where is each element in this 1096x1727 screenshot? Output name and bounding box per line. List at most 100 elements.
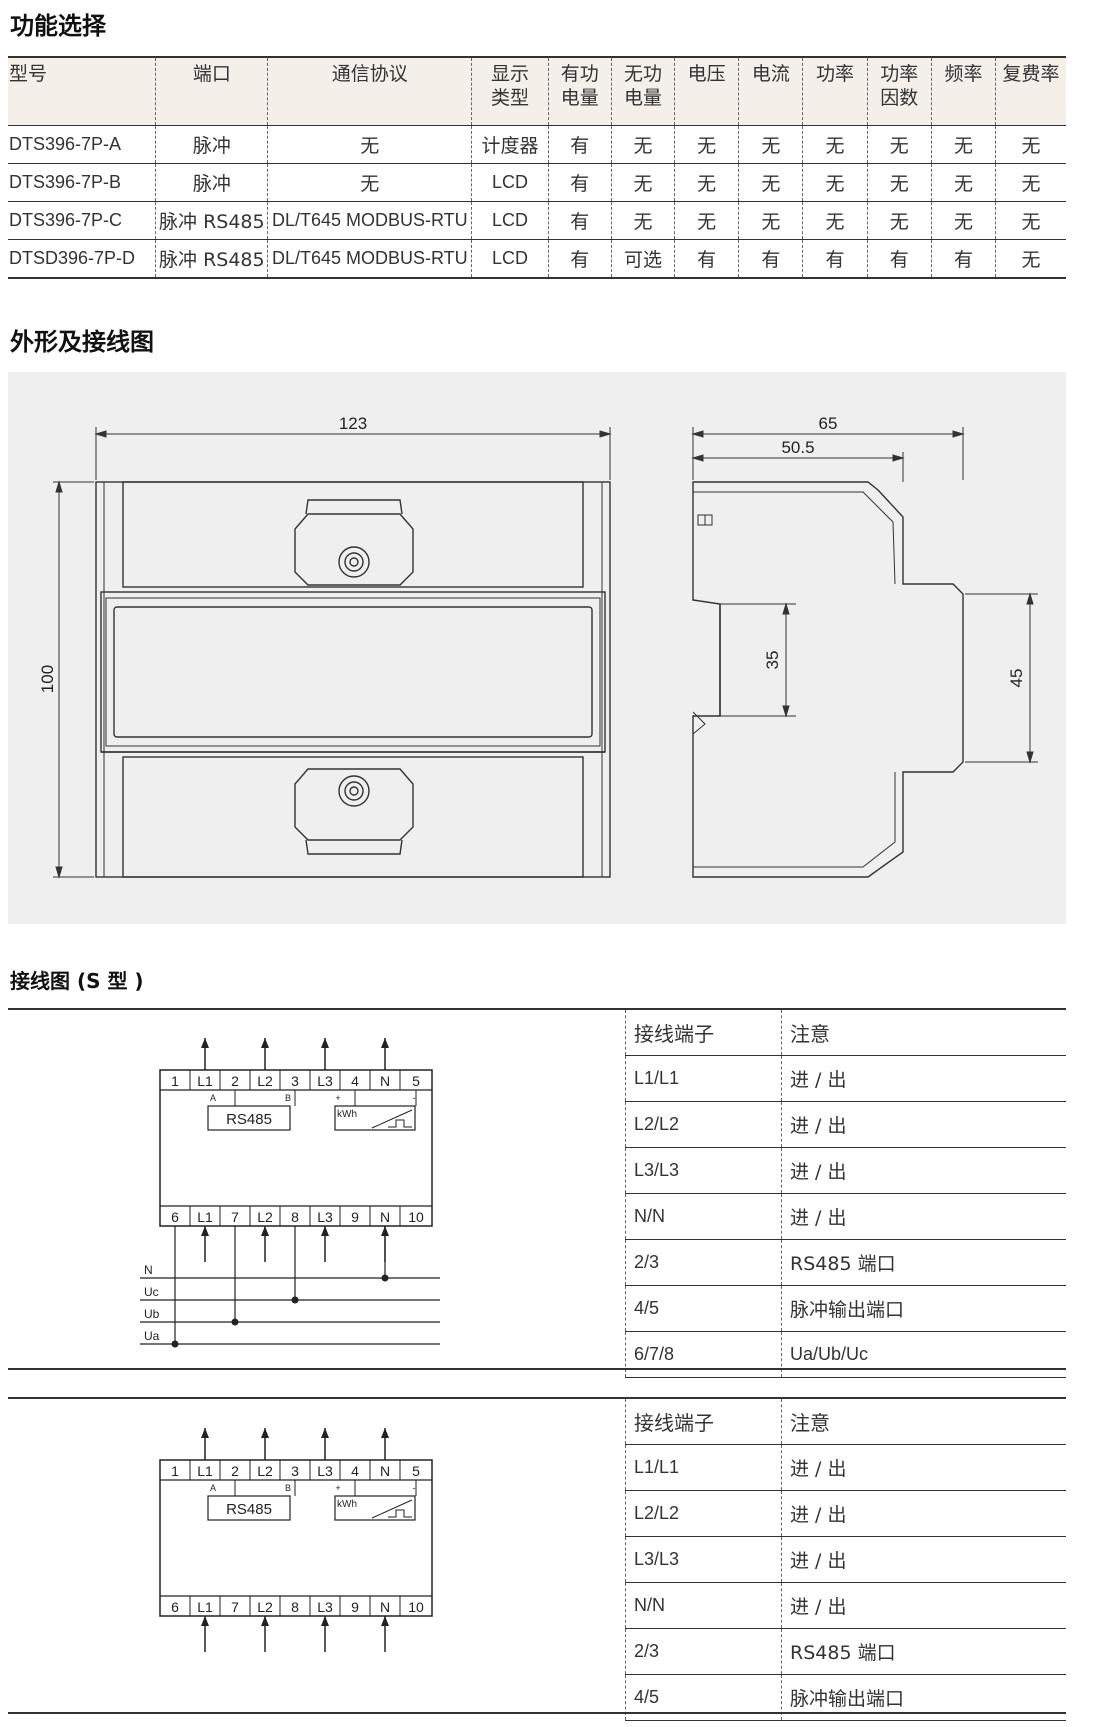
table-cell: 有 — [547, 125, 612, 164]
function-table-header-cell: 电压 — [674, 56, 739, 126]
top-terminal-label: N — [380, 1463, 390, 1479]
kwh-label: kWh — [337, 1499, 357, 1510]
header-line: 显示 — [490, 63, 529, 85]
wiring-block2-bottom-rule — [8, 1712, 1066, 1714]
table-cell: 无 — [866, 201, 932, 240]
top-terminal-label: 2 — [231, 1463, 239, 1479]
table-cell: DTS396-7P-A — [8, 125, 156, 164]
rs485-box — [207, 1495, 291, 1521]
header-line: 端口 — [192, 63, 231, 85]
rs485-label: RS485 — [226, 1111, 272, 1128]
table-cell: 无 — [995, 201, 1066, 240]
bottom-terminal-label: 9 — [351, 1209, 359, 1225]
table-cell: 有 — [674, 239, 739, 279]
table-cell: 进 / 出 — [781, 1536, 1066, 1583]
table-cell: 进 / 出 — [781, 1193, 1066, 1240]
table-cell: L2/L2 — [625, 1490, 782, 1537]
table-cell: 4/5 — [625, 1285, 782, 1332]
table-cell: 接线端子 — [625, 1399, 782, 1445]
kwh-slash — [371, 1109, 413, 1129]
table-cell: L1/L1 — [625, 1444, 782, 1491]
rs485-a-label: A — [210, 1483, 216, 1493]
header-line: 电量 — [560, 87, 599, 109]
table-cell: DL/T645 MODBUS-RTU — [267, 201, 472, 240]
front-body-outline — [95, 481, 611, 878]
bottom-terminal-label: L2 — [257, 1599, 273, 1615]
table-cell: 无 — [802, 125, 868, 164]
pulse-wave-icon — [388, 1509, 412, 1518]
table-cell: 无 — [995, 163, 1066, 202]
table-cell: N/N — [625, 1193, 782, 1240]
arrow-up-icon — [321, 1428, 329, 1438]
header-line: 电量 — [623, 87, 662, 109]
table-cell: 无 — [674, 125, 739, 164]
front-screw-bottom — [338, 775, 370, 807]
table-cell: 注意 — [781, 1010, 1066, 1056]
arrow-up-icon — [381, 1428, 389, 1438]
bottom-terminal-label: 7 — [231, 1599, 239, 1615]
arrow-up-icon — [201, 1038, 209, 1048]
bottom-terminal-label: 6 — [171, 1209, 179, 1225]
front-view — [95, 481, 611, 878]
dim-front-height: 100 — [38, 665, 57, 693]
table-cell: 脉冲 — [155, 125, 268, 164]
wiring-block1-top-rule — [8, 1008, 1066, 1010]
header-line: 因数 — [880, 87, 919, 109]
wiring-block1-bottom-rule — [8, 1368, 1066, 1370]
function-table-header-cell: 电流 — [738, 56, 803, 126]
header-line: 复费率 — [1002, 63, 1060, 85]
table-cell: 无 — [610, 201, 675, 240]
arrow-up-icon — [321, 1038, 329, 1048]
function-table-header: 型号端口通信协议显示类型有功电量无功电量电压电流功率功率因数频率复费率 — [8, 56, 1066, 126]
top-terminal-label: 4 — [351, 1463, 359, 1479]
front-dimensions — [53, 427, 612, 879]
arrow-up-icon — [261, 1428, 269, 1438]
function-table: 型号端口通信协议显示类型有功电量无功电量电压电流功率功率因数频率复费率 DTS3… — [8, 56, 1066, 279]
arrow-up-icon — [201, 1616, 209, 1626]
dim-side-depth: 65 — [819, 414, 838, 433]
top-terminal-label: N — [380, 1073, 390, 1089]
table-cell: 脉冲 RS485 — [155, 239, 268, 279]
table-cell: N/N — [625, 1582, 782, 1629]
table-cell: 有 — [547, 163, 612, 202]
top-terminal-label: 5 — [412, 1073, 420, 1089]
top-terminal-label: 1 — [171, 1073, 179, 1089]
voltage-bus-label: Uc — [144, 1285, 159, 1299]
meter-body-outline — [159, 1459, 433, 1617]
table-cell: 无 — [930, 201, 996, 240]
top-terminal-label: 5 — [412, 1463, 420, 1479]
header-line: 类型 — [490, 87, 529, 109]
front-screw-top — [338, 546, 370, 578]
dim-rail-35: 35 — [763, 651, 782, 670]
rs485-box — [207, 1105, 291, 1131]
side-dimensions — [691, 427, 1038, 764]
top-terminal-label: L2 — [257, 1463, 273, 1479]
top-terminal-label: L3 — [317, 1463, 333, 1479]
table-cell: L3/L3 — [625, 1536, 782, 1583]
arrow-up-icon — [201, 1428, 209, 1438]
table-cell: 有 — [802, 239, 868, 279]
table-cell: 无 — [674, 201, 739, 240]
bottom-terminal-label: 9 — [351, 1599, 359, 1615]
top-terminal-label: 4 — [351, 1073, 359, 1089]
header-line: 电流 — [751, 63, 790, 85]
table-cell: 无 — [802, 163, 868, 202]
dim-rail-45: 45 — [1007, 669, 1026, 688]
table-cell: 无 — [866, 163, 932, 202]
junction-dot — [171, 1340, 179, 1348]
table-cell: 无 — [267, 163, 472, 202]
kwh-slash — [371, 1499, 413, 1519]
header-line: 频率 — [944, 63, 983, 85]
kwh-plus-label: + — [335, 1093, 340, 1103]
arrow-up-icon — [201, 1226, 209, 1236]
meter-body-outline — [159, 1069, 433, 1227]
kwh-plus-label: + — [335, 1483, 340, 1493]
